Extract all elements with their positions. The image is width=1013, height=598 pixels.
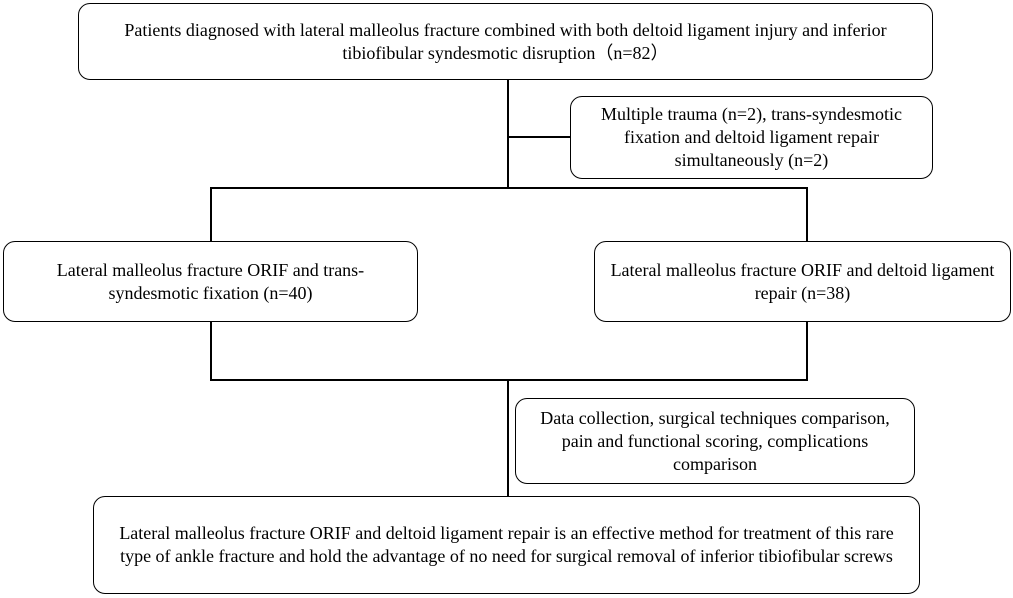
analysis-text: Data collection, surgical techniques com… — [540, 407, 890, 474]
exclusion-text: Multiple trauma (n=2), trans-syndesmotic… — [600, 104, 903, 170]
group-syndesmotic-fixation-text: Lateral malleolus fracture ORIF and tran… — [56, 259, 365, 303]
group-syndesmotic-fixation-box: Lateral malleolus fracture ORIF and tran… — [3, 241, 418, 322]
group-deltoid-repair-text: Lateral malleolus fracture ORIF and delt… — [610, 259, 995, 303]
conclusion-box: Lateral malleolus fracture ORIF and delt… — [93, 496, 920, 594]
connector-split-horizontal — [210, 187, 808, 189]
exclusion-box: Multiple trauma (n=2), trans-syndesmotic… — [570, 96, 933, 179]
connector-bottom-trunk — [507, 379, 509, 496]
analysis-box: Data collection, surgical techniques com… — [515, 398, 915, 484]
connector-split-left-drop — [210, 187, 212, 241]
connector-merge-left-rise — [210, 322, 212, 380]
connector-top-trunk — [507, 80, 509, 188]
connector-merge-horizontal — [210, 379, 808, 381]
enrolled-patients-text: Patients diagnosed with lateral malleolu… — [124, 19, 887, 63]
enrolled-patients-box: Patients diagnosed with lateral malleolu… — [78, 3, 933, 80]
connector-exclusion-branch — [507, 136, 570, 138]
conclusion-text: Lateral malleolus fracture ORIF and delt… — [119, 523, 894, 566]
group-deltoid-repair-box: Lateral malleolus fracture ORIF and delt… — [594, 241, 1011, 322]
connector-merge-right-rise — [806, 322, 808, 380]
connector-split-right-drop — [806, 187, 808, 241]
